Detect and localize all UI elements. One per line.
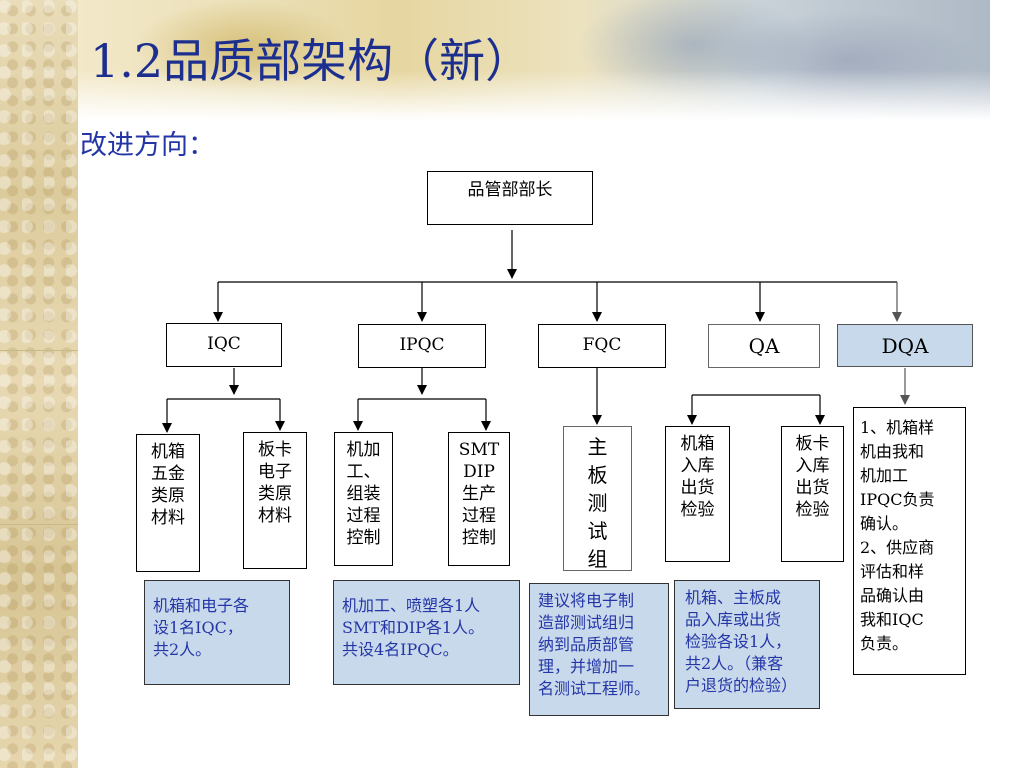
- org-root-label: 品管部部长: [467, 180, 553, 200]
- dept-dqa-box: DQA: [837, 324, 973, 367]
- subunit-iqc-board: 板卡 电子 类原 材料: [243, 432, 307, 569]
- subunit-fqc-mainboard: 主 板 测 试 组: [563, 426, 632, 571]
- subunit-qa-board: 板卡 入库 出货 检验: [781, 426, 844, 562]
- dept-iqc-label: IQC: [207, 334, 241, 354]
- header-banner: [78, 0, 990, 120]
- page-subtitle: 改进方向：: [80, 130, 215, 161]
- page-title: 1.2品质部架构（新）: [90, 34, 532, 88]
- org-root-box: 品管部部长: [427, 171, 593, 225]
- note-ipqc: 机加工、喷塑各1人 SMT和DIP各1人。 共设4名IPQC。: [333, 580, 520, 685]
- subunit-iqc-case-metal: 机箱 五金 类原 材料: [136, 434, 200, 572]
- dept-fqc-box: FQC: [538, 324, 666, 368]
- subunit-qa-case: 机箱 入库 出货 检验: [665, 426, 730, 562]
- dept-ipqc-box: IPQC: [358, 324, 486, 368]
- note-fqc: 建议将电子制 造部测试组归 纳到品质部管 理，并增加一 名测试工程师。: [529, 583, 669, 716]
- dept-iqc-box: IQC: [166, 323, 282, 367]
- note-qa: 机箱、主板成 品入库或出货 检验各设1人， 共2人。（兼客 户退货的检验）: [674, 580, 820, 709]
- note-iqc: 机箱和电子各 设1名IQC， 共2人。: [144, 580, 290, 685]
- dept-fqc-label: FQC: [582, 335, 622, 355]
- dept-dqa-label: DQA: [881, 334, 929, 358]
- subunit-ipqc-machining: 机加 工、 组装 过程 控制: [334, 432, 393, 566]
- dept-qa-label: QA: [748, 334, 780, 358]
- dept-qa-box: QA: [708, 324, 820, 368]
- subunit-ipqc-smt: SMT DIP 生产 过程 控制: [448, 432, 510, 566]
- left-texture-strip: [0, 0, 78, 768]
- subunit-dqa-description: 1、机箱样 机由我和 机加工 IPQC负责 确认。 2、供应商 评估和样 品确认…: [853, 407, 966, 675]
- dept-ipqc-label: IPQC: [399, 335, 445, 355]
